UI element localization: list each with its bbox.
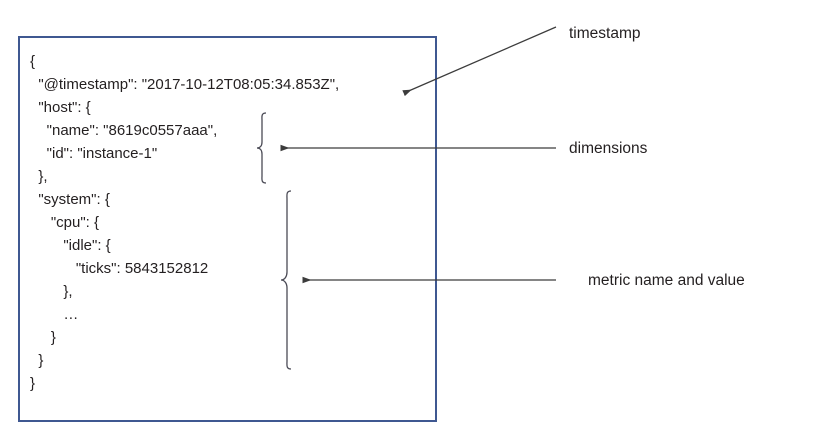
- annotation-label-dimensions: dimensions: [569, 140, 648, 157]
- annotation-label-metric: metric name and value: [588, 272, 745, 289]
- json-document-box: { "@timestamp": "2017-10-12T08:05:34.853…: [18, 36, 437, 422]
- json-document-code: { "@timestamp": "2017-10-12T08:05:34.853…: [30, 53, 340, 392]
- annotation-label-timestamp: timestamp: [569, 25, 641, 42]
